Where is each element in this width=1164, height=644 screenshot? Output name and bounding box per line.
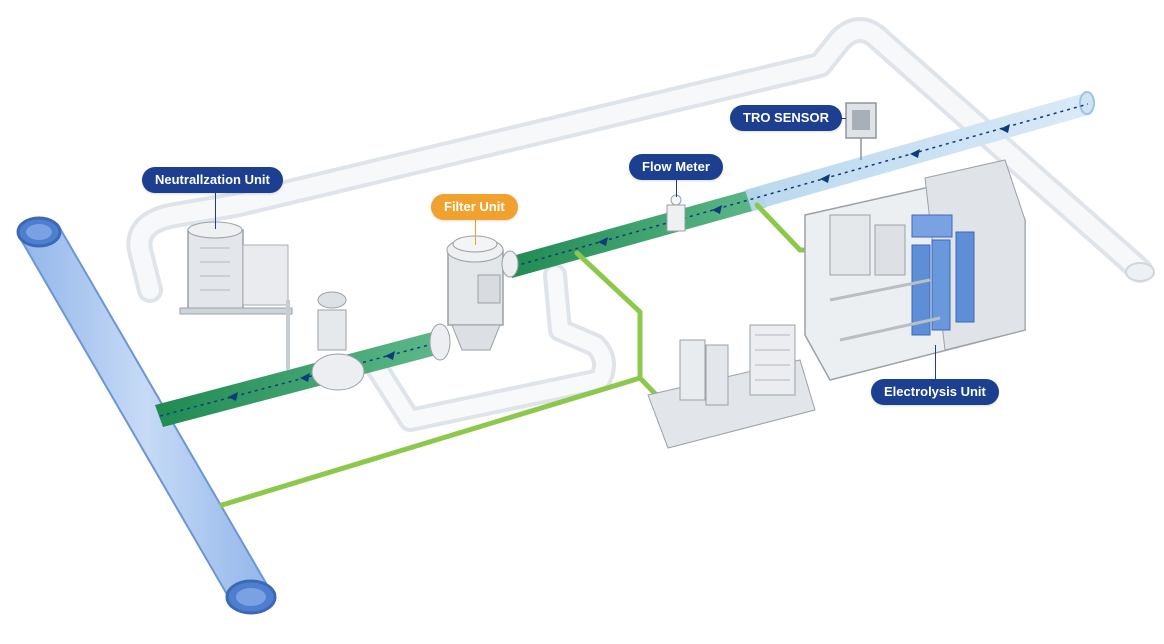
- electrolysis-leader: [935, 345, 936, 379]
- neutralization-unit-label: Neutrallzation Unit: [142, 167, 283, 193]
- neutralization-unit: [179, 221, 293, 370]
- main-ballast-pipe: [16, 216, 277, 615]
- electrolysis-unit: [804, 159, 1026, 381]
- intake-valve: [311, 291, 365, 391]
- flow-meter-label: Flow Meter: [629, 154, 723, 180]
- pump-skid: [647, 324, 816, 449]
- filter-bypass-loop: [363, 263, 616, 432]
- tro-sensor: [845, 102, 877, 160]
- tro-sensor-label: TRO SENSOR: [730, 105, 842, 131]
- green-treated-pipe: [505, 91, 1095, 278]
- filter-unit: [429, 235, 519, 361]
- bypass-return-pipe: [126, 17, 1155, 303]
- green-intake-pipe: [155, 330, 448, 427]
- flow-meter-leader: [676, 179, 677, 197]
- flow-meter: [666, 194, 686, 232]
- filter-leader: [475, 219, 476, 245]
- neutralization-leader: [215, 193, 216, 229]
- electrolysis-unit-label: Electrolysis Unit: [871, 379, 999, 405]
- filter-unit-label: Filter Unit: [431, 194, 518, 220]
